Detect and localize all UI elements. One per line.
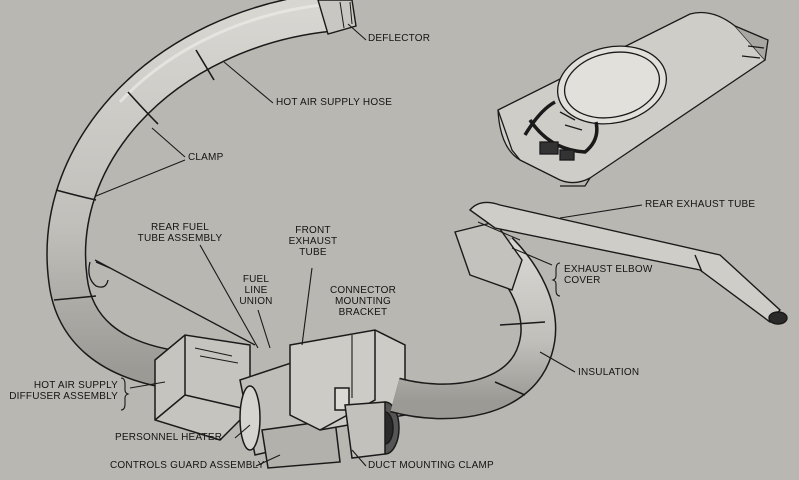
label-insulation: INSULATION	[578, 367, 640, 378]
label-exhaust-elbow-cover: EXHAUST ELBOW COVER	[564, 264, 653, 286]
label-hot-air-supply-hose: HOT AIR SUPPLY HOSE	[276, 97, 393, 108]
insulation-art	[390, 237, 557, 420]
label-rear-exhaust-tube: REAR EXHAUST TUBE	[645, 199, 756, 210]
leader-lines	[95, 23, 643, 467]
label-deflector: DEFLECTOR	[368, 33, 431, 44]
label-line: LINE	[244, 285, 268, 296]
label-line: EXHAUST ELBOW	[564, 264, 653, 275]
label-hot-air-supply-diffuser-assembly: HOT AIR SUPPLY DIFFUSER ASSEMBLY	[2, 380, 118, 402]
label-rear-fuel-tube-assembly: REAR FUEL TUBE ASSEMBLY	[126, 222, 234, 244]
rear-exhaust-tube-art	[454, 201, 788, 325]
label-duct-mounting-clamp: DUCT MOUNTING CLAMP	[368, 460, 494, 471]
label-line: FUEL	[242, 274, 270, 285]
label-line: EXHAUST	[288, 236, 338, 247]
label-line: HOT AIR SUPPLY	[33, 380, 118, 391]
label-line: TUBE	[299, 247, 327, 258]
rear-fuel-tube-art	[88, 259, 256, 346]
hot-air-supply-hose-art	[46, 0, 357, 390]
label-line: COVER	[564, 275, 601, 286]
label-controls-guard-assembly: CONTROLS GUARD ASSEMBLY	[110, 460, 265, 471]
label-line: REAR FUEL	[151, 222, 209, 233]
label-line: MOUNTING	[334, 296, 392, 307]
personnel-heater-art	[154, 329, 406, 469]
label-line: TUBE ASSEMBLY	[137, 233, 223, 244]
label-line: UNION	[239, 296, 273, 307]
vehicle-inset	[497, 11, 769, 187]
label-line: DIFFUSER ASSEMBLY	[9, 391, 118, 402]
label-line: BRACKET	[338, 307, 388, 318]
label-connector-mounting-bracket: CONNECTOR MOUNTING BRACKET	[318, 285, 408, 318]
label-clamp: CLAMP	[188, 152, 224, 163]
label-line: CONNECTOR	[329, 285, 397, 296]
label-line: FRONT	[295, 225, 331, 236]
label-personnel-heater: PERSONNEL HEATER	[115, 432, 223, 443]
label-fuel-line-union: FUEL LINE UNION	[233, 274, 279, 307]
label-front-exhaust-tube: FRONT EXHAUST TUBE	[278, 225, 348, 258]
